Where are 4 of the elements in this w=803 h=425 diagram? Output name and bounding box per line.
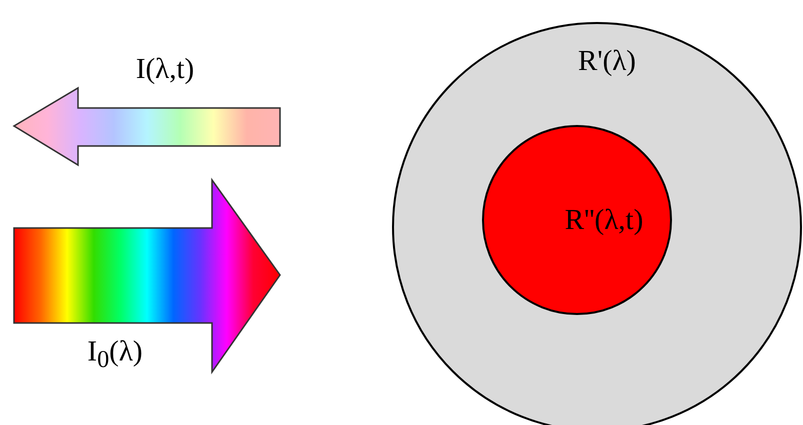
arrow-label: I$_{0}$(λ) — [87, 336, 143, 374]
circle-label: R''(λ,t) — [564, 205, 644, 237]
arrow-label: I(λ,t) — [136, 54, 194, 86]
circle-label: R'(λ) — [578, 46, 636, 78]
